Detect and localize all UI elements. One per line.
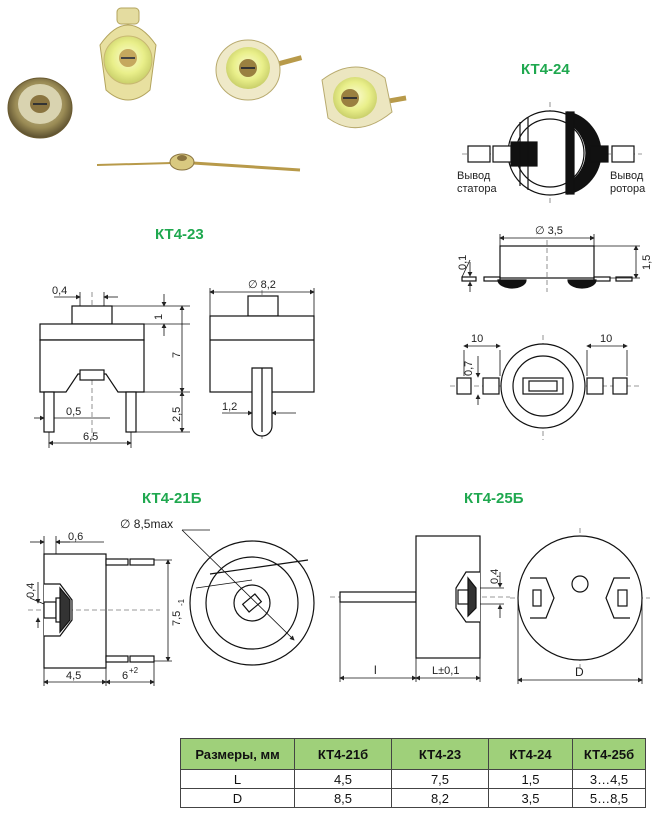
kt4-25b-dim-0-4: 0,4 [489, 569, 501, 584]
kt4-23-dim-7: 7 [171, 352, 183, 358]
kt4-23-front-view [34, 292, 190, 448]
kt4-23-dim-0-5: 0,5 [66, 406, 81, 418]
kt4-21b-dim-diameter: ∅ 8,5max [120, 517, 173, 531]
kt4-24-dim-thickness: 0,1 [457, 255, 469, 270]
table-header-cell: КТ4-25б [572, 738, 646, 770]
photo-capacitor-3 [215, 39, 303, 101]
component-photos [7, 7, 407, 172]
kt4-24-side-view [461, 234, 640, 292]
table-cell: 8,5 [294, 788, 392, 808]
kt4-21b-dim-6-tol: +2 [129, 666, 139, 675]
kt4-21b-dim-6: 6 [122, 670, 128, 682]
table-header-cell: КТ4-24 [488, 738, 573, 770]
table-cell: 3,5 [488, 788, 573, 808]
kt4-21b-dim-0-6: 0,6 [68, 531, 83, 543]
kt4-24-top-view [462, 102, 642, 205]
kt4-23-dim-1-2: 1,2 [222, 401, 237, 413]
table-cell: D [180, 788, 295, 808]
kt4-25b-dim-D: D [575, 665, 584, 679]
kt4-24-stator-label-2: статора [457, 183, 497, 195]
dimensions-table: Размеры, мм КТ4-21б КТ4-23 КТ4-24 КТ4-25… [180, 738, 646, 808]
kt4-24-dim-diameter: ∅ 3,5 [535, 225, 563, 237]
kt4-24-dim-lead-width: 0,7 [463, 361, 475, 376]
kt4-23-dim-1: 1 [153, 314, 165, 320]
table-header-cell: КТ4-21б [294, 738, 392, 770]
title-kt4-25b: КТ4-25Б [464, 490, 524, 507]
kt4-21b-dim-7-5: 7,5 [171, 611, 183, 626]
kt4-24-rotor-label-1: Вывод [610, 170, 644, 182]
title-kt4-24: КТ4-24 [521, 61, 570, 78]
kt4-21b-front-view [181, 529, 315, 666]
kt4-25b-side-view [330, 535, 510, 682]
kt4-25b-dim-L: L±0,1 [432, 665, 459, 677]
photo-capacitor-5 [96, 153, 301, 172]
table-cell: 5…8,5 [572, 788, 646, 808]
kt4-25b-front-view [510, 528, 650, 684]
table-header-row: Размеры, мм КТ4-21б КТ4-23 КТ4-24 КТ4-25… [180, 738, 646, 770]
kt4-23-dim-diameter: ∅ 8,2 [248, 279, 276, 291]
photo-capacitor-2 [99, 7, 157, 101]
title-kt4-21b: КТ4-21Б [142, 490, 202, 507]
kt4-23-dim-6-5: 6,5 [83, 431, 98, 443]
table-cell: 1,5 [488, 769, 573, 789]
kt4-24-dim-height: 1,5 [641, 255, 653, 270]
kt4-21b-dim-4-5: 4,5 [66, 670, 81, 682]
kt4-24-dim-lead-right: 10 [600, 333, 612, 345]
kt4-24-bottom-view [450, 335, 640, 440]
kt4-23-side-view [209, 288, 315, 440]
table-cell: L [180, 769, 295, 789]
table-cell: 8,2 [391, 788, 489, 808]
kt4-25b-dim-l: l [374, 663, 377, 677]
table-row: L 4,5 7,5 1,5 3…4,5 [180, 769, 646, 789]
table-header-cell: КТ4-23 [391, 738, 489, 770]
kt4-21b-dim-7-5-tol: -1 [177, 598, 186, 606]
photo-capacitor-4 [321, 66, 407, 129]
photo-capacitor-1 [7, 77, 73, 139]
kt4-23-dim-top: 0,4 [52, 285, 67, 297]
kt4-21b-dim-0-4: 0,4 [25, 583, 37, 598]
table-cell: 3…4,5 [572, 769, 646, 789]
kt4-24-dim-lead-left: 10 [471, 333, 483, 345]
kt4-23-dim-2-5: 2,5 [171, 407, 183, 422]
table-cell: 7,5 [391, 769, 489, 789]
kt4-24-rotor-label-2: ротора [610, 183, 646, 195]
kt4-24-stator-label-1: Вывод [457, 170, 491, 182]
kt4-21b-side-view [28, 536, 172, 686]
table-cell: 4,5 [294, 769, 392, 789]
table-header-cell: Размеры, мм [180, 738, 295, 770]
title-kt4-23: КТ4-23 [155, 226, 204, 243]
table-row: D 8,5 8,2 3,5 5…8,5 [180, 788, 646, 808]
